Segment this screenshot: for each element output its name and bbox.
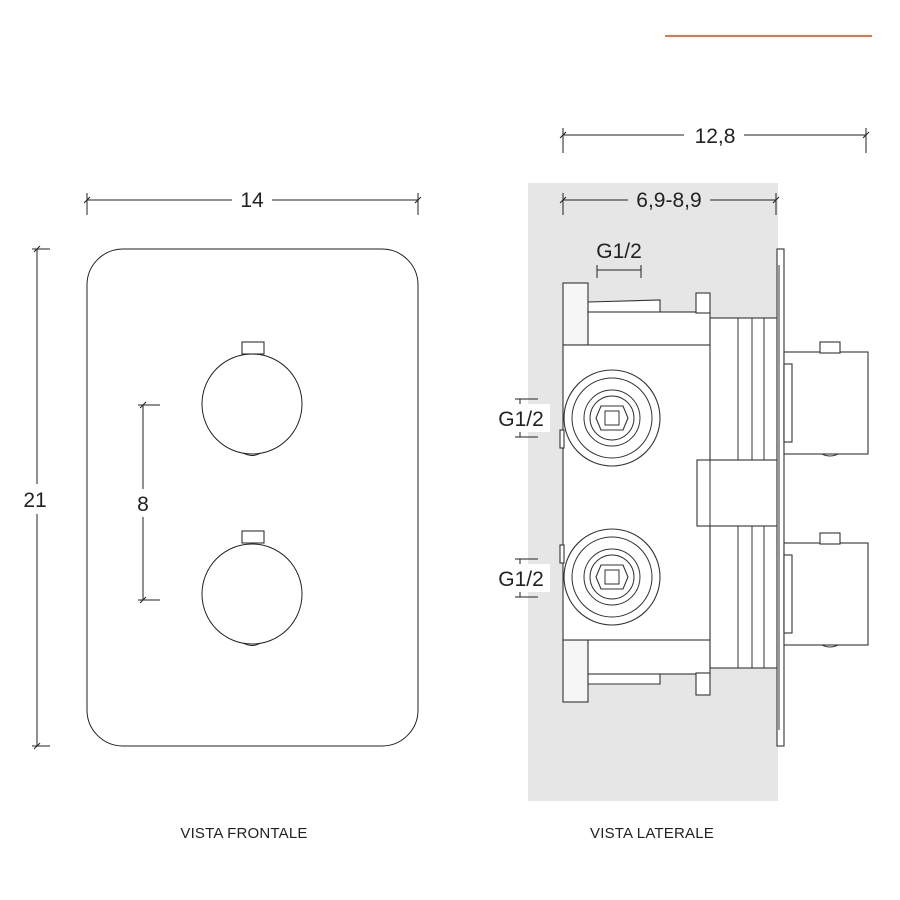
lower-knob xyxy=(201,530,303,646)
front-spacing-dimension: 8 xyxy=(130,401,160,604)
upper-knob xyxy=(201,341,303,456)
lower-inlet-label: G1/2 xyxy=(498,568,544,591)
front-spacing-label: 8 xyxy=(137,493,149,516)
front-view-caption: VISTA FRONTALE xyxy=(180,825,307,842)
valve-body xyxy=(559,282,778,703)
front-view: 14 21 8 xyxy=(18,186,422,842)
upper-inlet-label: G1/2 xyxy=(498,408,544,431)
front-width-dimension: 14 xyxy=(83,186,422,215)
total-depth-dimension: 12,8 xyxy=(559,121,870,153)
upper-handle-side xyxy=(783,341,869,457)
lower-handle-side xyxy=(783,532,869,648)
lower-inlet-port xyxy=(563,528,661,626)
front-width-label: 14 xyxy=(240,189,264,212)
recess-depth-dimension: 6,9-8,9 xyxy=(559,186,780,215)
top-thread-label: G1/2 xyxy=(596,240,642,263)
upper-inlet-dimension: G1/2 xyxy=(492,398,550,438)
front-height-dimension: 21 xyxy=(18,245,56,750)
cover-plate-profile xyxy=(776,248,785,747)
recess-depth-label: 6,9-8,9 xyxy=(636,189,701,212)
total-depth-label: 12,8 xyxy=(695,125,736,148)
lower-inlet-dimension: G1/2 xyxy=(492,558,550,598)
side-view: 12,8 6,9-8,9 G1/2 xyxy=(492,121,870,842)
top-thread-dimension: G1/2 xyxy=(596,240,642,278)
cover-plate xyxy=(86,248,419,747)
upper-inlet-port xyxy=(563,369,661,467)
side-view-caption: VISTA LATERALE xyxy=(590,825,714,842)
front-height-label: 21 xyxy=(23,489,46,512)
